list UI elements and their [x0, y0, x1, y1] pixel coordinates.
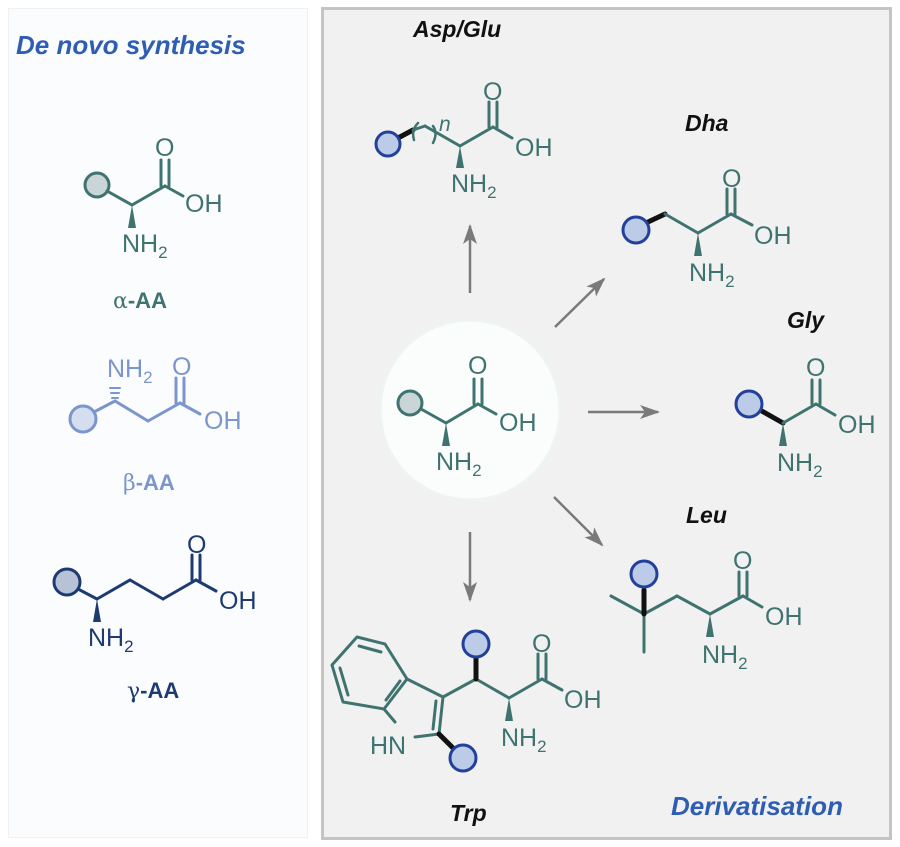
atom-o: O	[722, 165, 741, 193]
atom-nh2: NH2	[777, 449, 823, 481]
atom-nh2: NH2	[436, 448, 482, 480]
gly-structure	[734, 378, 837, 446]
atom-nh2: NH2	[702, 641, 748, 673]
trp-structure	[330, 629, 564, 773]
dha-atoms: O OH NH2	[689, 165, 792, 291]
atom-nh2: NH2	[501, 724, 547, 756]
atom-nh2: NH2	[122, 230, 168, 262]
leu-atoms: O OH NH2	[702, 547, 803, 673]
asp-glu-node	[374, 130, 402, 158]
atom-nh2: NH2	[88, 624, 134, 656]
asp-glu-structure	[374, 100, 514, 168]
atom-o: O	[806, 354, 825, 382]
atom-nh2: NH2	[689, 259, 735, 291]
derivatisation-title: Derivatisation	[671, 791, 843, 821]
dha-structure	[621, 187, 754, 256]
atom-oh: OH	[219, 587, 257, 615]
leu-node	[629, 559, 659, 589]
atom-o: O	[187, 531, 206, 559]
alpha-aa-atoms: O OH NH2	[122, 134, 223, 262]
atom-o: O	[468, 352, 487, 380]
reaction-arrows	[463, 224, 660, 602]
gamma-node	[52, 567, 82, 597]
atom-oh: OH	[499, 409, 537, 437]
arrow-down-right	[553, 496, 604, 547]
label-dha: Dha	[685, 110, 729, 136]
gamma-aa-structure	[52, 553, 218, 622]
label-leu: Leu	[686, 502, 727, 528]
atom-o: O	[733, 547, 752, 575]
label-gamma-aa: γ-AA	[127, 678, 180, 704]
label-alpha-aa: α-AA	[113, 288, 167, 314]
atom-oh: OH	[204, 407, 242, 435]
atom-oh: OH	[515, 134, 553, 162]
trp-atoms: HN O OH NH2	[370, 630, 602, 760]
arrow-up-right	[554, 277, 606, 328]
center-structure	[396, 377, 498, 446]
alpha-node	[83, 171, 111, 199]
dha-node	[621, 215, 651, 245]
gly-atoms: O OH NH2	[777, 354, 876, 481]
gly-node	[734, 389, 764, 419]
repeat-index-n: n	[439, 113, 451, 136]
atom-o: O	[155, 134, 174, 162]
trp-node-beta	[461, 629, 491, 659]
atom-oh: OH	[754, 222, 792, 250]
atom-hn: HN	[370, 732, 406, 760]
de-novo-title: De novo synthesis	[16, 30, 246, 60]
label-trp: Trp	[450, 800, 487, 826]
asp-glu-atoms: n O OH NH2	[439, 78, 553, 202]
atom-oh: OH	[838, 411, 876, 439]
beta-aa-atoms: NH2 O OH	[107, 353, 242, 435]
de-novo-synthesis-panel	[8, 8, 308, 838]
atom-o: O	[532, 630, 551, 658]
atom-o: O	[172, 353, 191, 381]
atom-nh2: NH2	[451, 170, 497, 202]
alpha-aa-structure	[83, 158, 185, 228]
atom-oh: OH	[564, 686, 602, 714]
gamma-aa-atoms: O OH NH2	[88, 531, 257, 656]
atom-o: O	[483, 78, 502, 106]
label-beta-aa: β-AA	[123, 470, 175, 496]
center-node	[396, 389, 424, 417]
atom-nh2: NH2	[107, 355, 153, 387]
leu-structure	[609, 559, 764, 654]
atom-oh: OH	[185, 190, 223, 218]
label-gly: Gly	[787, 307, 825, 333]
beta-aa-structure	[68, 376, 202, 434]
atom-oh: OH	[765, 603, 803, 631]
trp-node-c2	[448, 743, 478, 773]
beta-node	[68, 404, 98, 434]
label-asp-glu: Asp/Glu	[413, 16, 502, 42]
center-atoms: O OH NH2	[436, 352, 537, 480]
